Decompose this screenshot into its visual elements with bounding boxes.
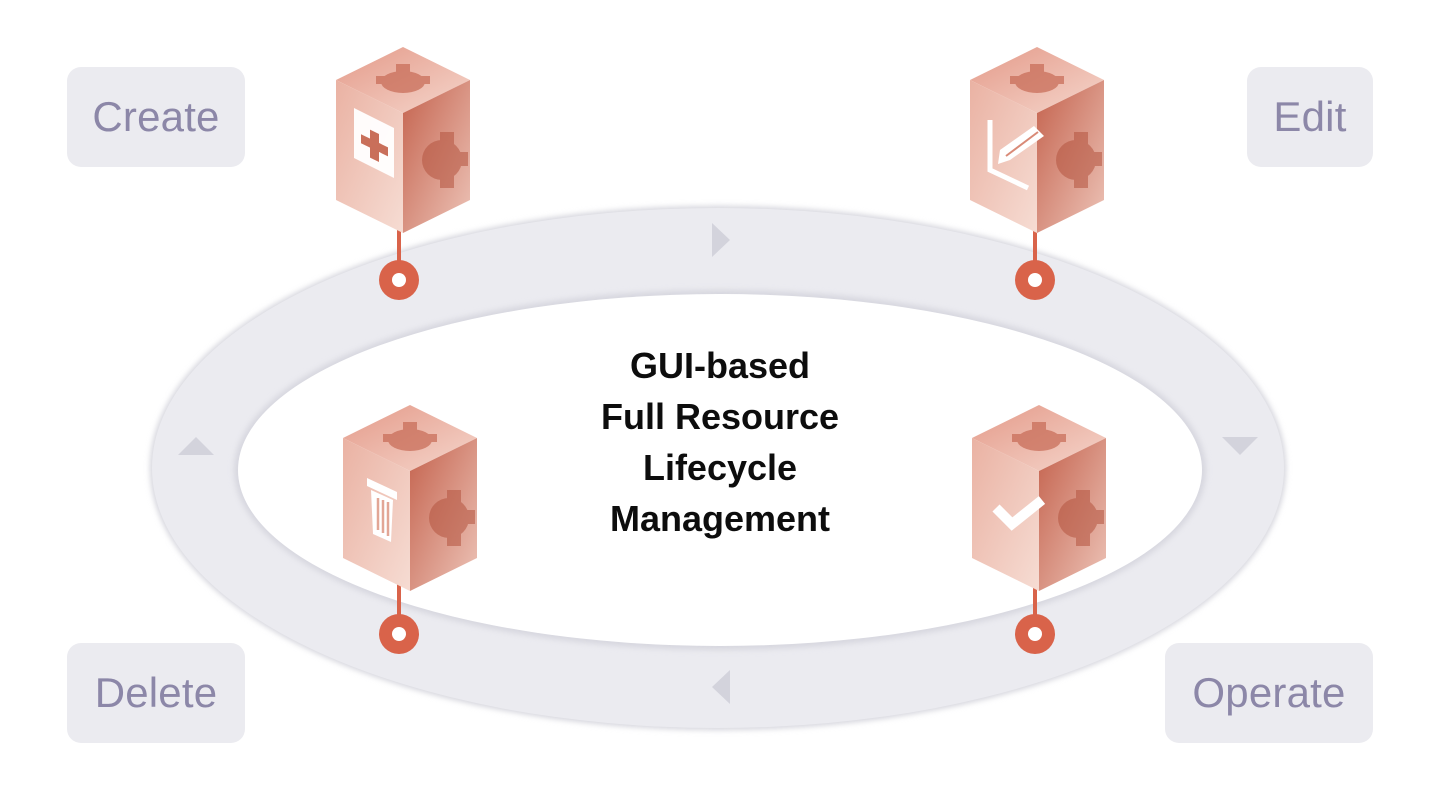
trash-icon — [367, 478, 397, 542]
center-title-line-4: Management — [609, 498, 831, 539]
delete-cube — [343, 405, 477, 591]
edit-label: Edit — [1247, 67, 1373, 167]
create-label: Create — [67, 67, 245, 167]
arrow-up-icon — [178, 437, 214, 455]
center-title-line-2: Full Resource — [600, 396, 840, 437]
operate-label: Operate — [1165, 643, 1373, 743]
pencil-icon — [987, 120, 1044, 191]
operate-pin — [1015, 568, 1055, 654]
center-title-line-3: Lifecycle — [642, 447, 798, 488]
ring — [150, 206, 1286, 730]
operate-cube — [972, 405, 1106, 591]
center-title: GUI-based Full Resource Lifecycle Manage… — [470, 340, 970, 544]
center-title-line-1: GUI-based — [629, 345, 811, 386]
edit-cube — [970, 47, 1104, 233]
checkmark-icon — [992, 496, 1046, 531]
plus-icon — [354, 108, 394, 178]
create-pin — [379, 210, 419, 300]
arrow-right-icon — [712, 223, 730, 257]
arrow-left-icon — [712, 670, 730, 704]
create-cube — [336, 47, 470, 233]
delete-label: Delete — [67, 643, 245, 743]
arrow-down-icon — [1222, 437, 1258, 455]
